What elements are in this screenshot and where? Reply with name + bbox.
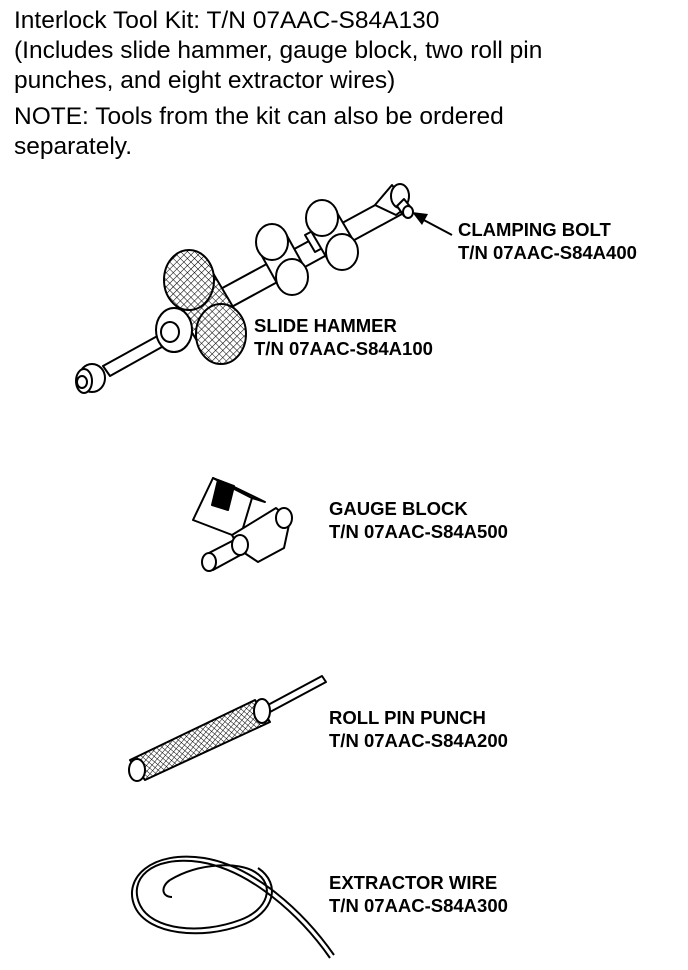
extractor-wire-name: EXTRACTOR WIRE bbox=[329, 872, 498, 893]
slide-hammer-name: SLIDE HAMMER bbox=[254, 315, 397, 336]
extractor-wire-part-number: T/N 07AAC-S84A300 bbox=[329, 895, 508, 916]
clamping-bolt-name: CLAMPING BOLT bbox=[458, 219, 611, 240]
roll-pin-punch-part-number: T/N 07AAC-S84A200 bbox=[329, 730, 508, 751]
slide-hammer-icon bbox=[75, 183, 414, 394]
gauge-block-part-number: T/N 07AAC-S84A500 bbox=[329, 521, 508, 542]
extractor-wire-label: EXTRACTOR WIRE T/N 07AAC-S84A300 bbox=[329, 871, 508, 917]
roll-pin-punch-name: ROLL PIN PUNCH bbox=[329, 707, 486, 728]
note-line-1: NOTE: Tools from the kit can also be ord… bbox=[14, 103, 504, 130]
clamping-bolt-label: CLAMPING BOLT T/N 07AAC-S84A400 bbox=[458, 218, 637, 264]
clamping-bolt-pointer bbox=[412, 212, 453, 236]
gauge-block-icon bbox=[192, 477, 293, 572]
gauge-block-label: GAUGE BLOCK T/N 07AAC-S84A500 bbox=[329, 497, 508, 543]
kit-title: Interlock Tool Kit: T/N 07AAC-S84A130 bbox=[14, 7, 440, 34]
roll-pin-punch-label: ROLL PIN PUNCH T/N 07AAC-S84A200 bbox=[329, 706, 508, 752]
clamping-bolt-part-number: T/N 07AAC-S84A400 bbox=[458, 242, 637, 263]
note-line-2: separately. bbox=[14, 133, 133, 160]
clamping-bolt-icon bbox=[396, 198, 414, 219]
kit-contents-line-1: (Includes slide hammer, gauge block, two… bbox=[14, 37, 543, 64]
extractor-wire-icon bbox=[130, 855, 335, 959]
kit-contents-line-2: punches, and eight extractor wires) bbox=[14, 67, 396, 94]
roll-pin-punch-icon bbox=[128, 675, 327, 782]
slide-hammer-label: SLIDE HAMMER T/N 07AAC-S84A100 bbox=[254, 314, 433, 360]
slide-hammer-part-number: T/N 07AAC-S84A100 bbox=[254, 338, 433, 359]
intro-text: Interlock Tool Kit: T/N 07AAC-S84A130 (I… bbox=[14, 6, 679, 162]
gauge-block-name: GAUGE BLOCK bbox=[329, 498, 468, 519]
